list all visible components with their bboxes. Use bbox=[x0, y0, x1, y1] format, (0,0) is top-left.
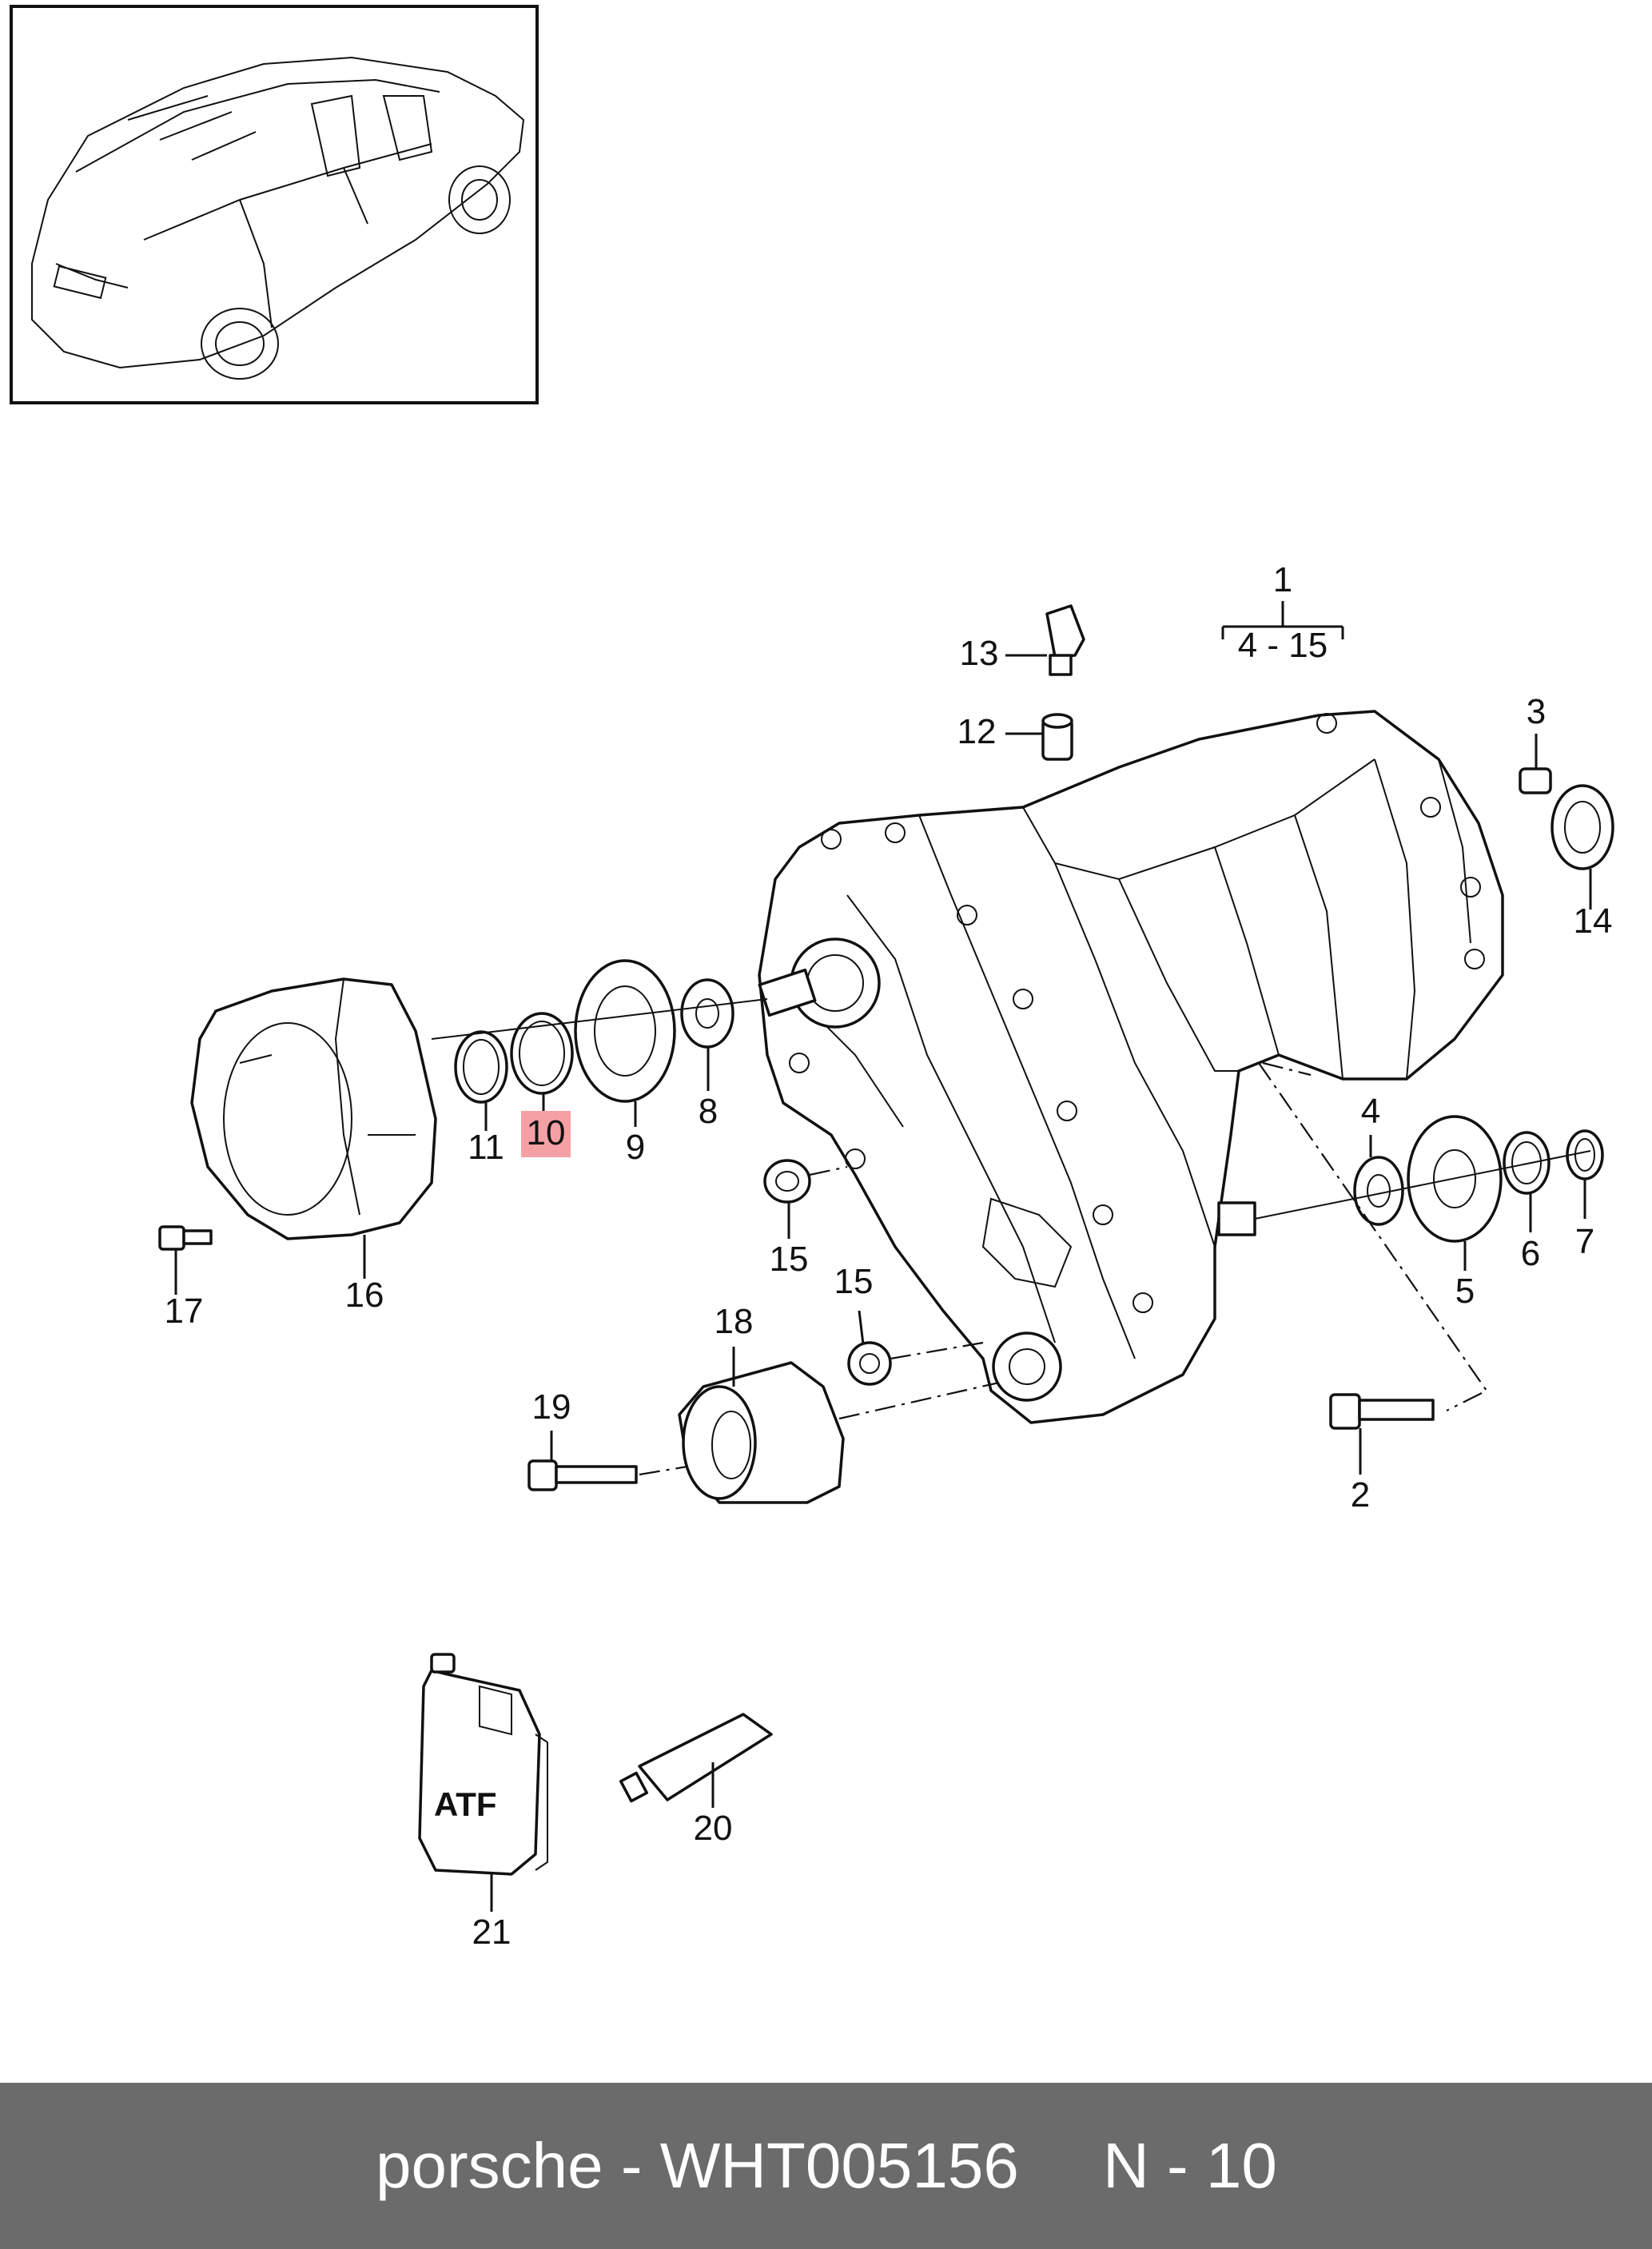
washer-part-8 bbox=[680, 978, 734, 1091]
transfer-case-housing bbox=[758, 710, 1504, 1424]
callout-c2: 2 bbox=[1351, 1475, 1370, 1515]
bolt-part-17 bbox=[158, 1225, 213, 1295]
callout-c5: 5 bbox=[1455, 1272, 1475, 1311]
callout-c12: 12 bbox=[957, 712, 997, 751]
callout-c11: 11 bbox=[468, 1128, 504, 1167]
callout-c18: 18 bbox=[715, 1302, 754, 1341]
callout-c4-15: 4 - 15 bbox=[1238, 626, 1328, 665]
snap-ring-part-10 bbox=[510, 1012, 574, 1113]
callout-c8: 8 bbox=[699, 1092, 718, 1131]
group-bracket bbox=[1221, 601, 1344, 639]
callout-c17: 17 bbox=[165, 1292, 204, 1331]
circlip-part-11 bbox=[454, 1030, 508, 1131]
sleeve-part-3 bbox=[1519, 734, 1552, 794]
callout-code-label: N - 10 bbox=[1103, 2130, 1277, 2201]
callout-c16: 16 bbox=[345, 1276, 384, 1315]
callout-c21: 21 bbox=[472, 1913, 512, 1952]
sensor-ring-part-18 bbox=[678, 1347, 845, 1504]
callout-c4: 4 bbox=[1361, 1092, 1380, 1131]
bolt-part-19 bbox=[527, 1431, 688, 1491]
callout-c9: 9 bbox=[626, 1128, 645, 1167]
callout-c6: 6 bbox=[1521, 1234, 1540, 1273]
callout-c20: 20 bbox=[694, 1809, 733, 1848]
callout-c13: 13 bbox=[960, 634, 999, 673]
callout-c10: 10 bbox=[527, 1113, 566, 1152]
callout-c7: 7 bbox=[1575, 1222, 1594, 1261]
atf-label: ATF bbox=[434, 1785, 497, 1823]
bearing-part-4 bbox=[1353, 1135, 1404, 1226]
callout-c1: 1 bbox=[1273, 560, 1292, 599]
shim-part-9 bbox=[574, 959, 676, 1127]
breather-plug bbox=[1005, 604, 1085, 676]
highlight-box bbox=[521, 1111, 571, 1157]
callout-c19: 19 bbox=[532, 1387, 571, 1427]
plug-part-15-upper bbox=[763, 1159, 848, 1239]
shim-part-5 bbox=[1407, 1115, 1503, 1271]
plug-part-15-lower bbox=[847, 1310, 984, 1386]
ring-part-6 bbox=[1503, 1131, 1550, 1232]
callout-c15a: 15 bbox=[770, 1240, 809, 1279]
breather-sleeve bbox=[1005, 713, 1073, 761]
shield-part-16 bbox=[190, 977, 437, 1279]
callout-c3: 3 bbox=[1527, 692, 1546, 731]
part-number-label: porsche - WHT005156 bbox=[376, 2130, 1019, 2201]
atf-canister-part-21: ATF bbox=[418, 1653, 548, 1912]
seal-part-14 bbox=[1550, 784, 1614, 910]
footer-bar: porsche - WHT005156 N - 10 bbox=[0, 2083, 1652, 2249]
callout-c15b: 15 bbox=[834, 1262, 874, 1301]
sealant-tube-part-20 bbox=[619, 1713, 773, 1808]
callout-c14: 14 bbox=[1574, 902, 1613, 941]
vehicle-thumbnail bbox=[10, 5, 539, 404]
bolt-part-2 bbox=[1329, 1393, 1435, 1475]
circlip-part-7 bbox=[1566, 1129, 1604, 1219]
